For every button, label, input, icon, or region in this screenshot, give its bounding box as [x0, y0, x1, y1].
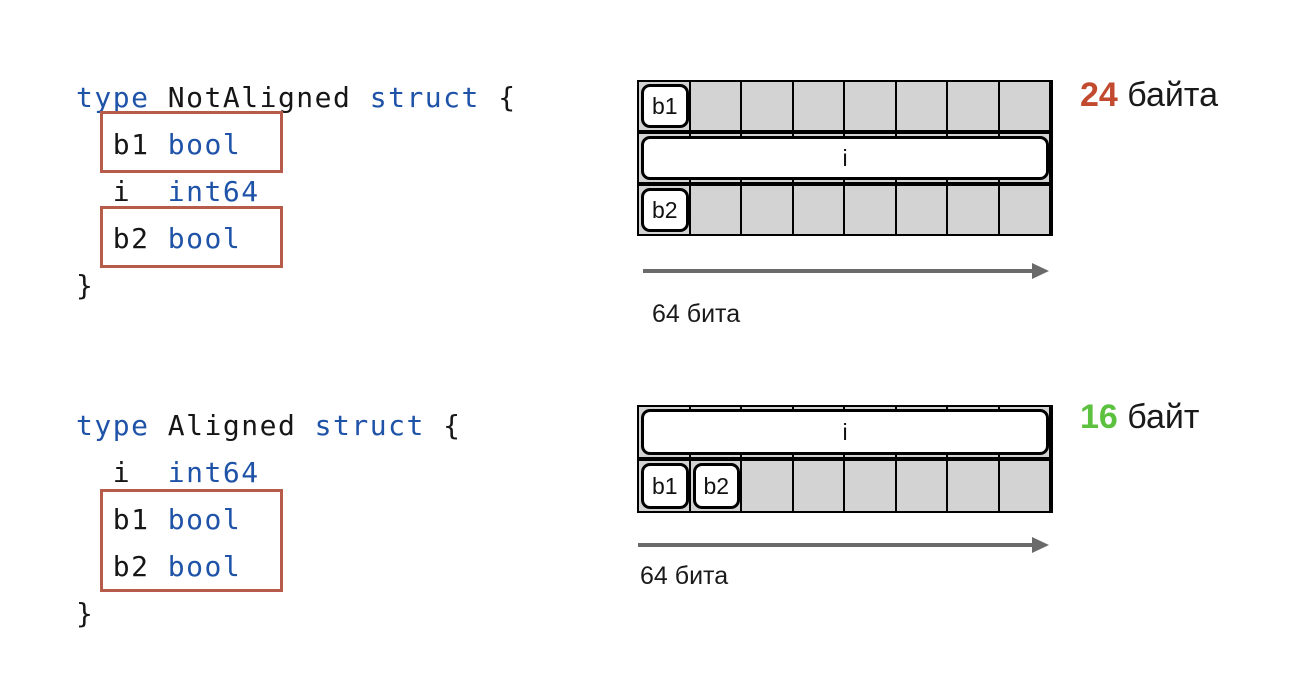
axis-label-bits: 64 бита [640, 562, 729, 590]
field-box-i: i [641, 409, 1049, 455]
field-box-i: i [641, 136, 1049, 180]
byte-cell [742, 82, 794, 130]
code-line: b1 bool [76, 121, 517, 168]
byte-cell [948, 461, 1000, 511]
byte-cell [845, 82, 897, 130]
size-label-not-aligned: 24 байта [1080, 76, 1218, 115]
size-number: 24 [1080, 76, 1118, 114]
size-unit: байта [1127, 76, 1218, 114]
memory-grid-not-aligned: b1 i b2 [637, 80, 1053, 236]
code-line: type NotAligned struct { [76, 74, 517, 121]
code-line: } [76, 590, 462, 637]
arrow-line [643, 269, 1036, 273]
code-token: int64 [167, 456, 260, 489]
code-token: b1 [76, 503, 168, 536]
byte-cell [793, 82, 845, 130]
axis-arrow [643, 263, 1049, 279]
memory-row: b2 [637, 184, 1053, 236]
code-token: bool [167, 550, 242, 583]
code-token: } [76, 597, 95, 630]
byte-cell [999, 461, 1051, 511]
code-line: b2 bool [76, 215, 517, 262]
field-box-b1: b1 [641, 84, 689, 128]
code-token: b2 [76, 222, 168, 255]
code-token: b2 [76, 550, 168, 583]
code-token: i [76, 175, 168, 208]
code-token: type [76, 409, 168, 442]
code-line: b2 bool [76, 543, 462, 590]
arrow-head-icon [1032, 537, 1049, 553]
code-token: b1 [76, 128, 168, 161]
code-token: Aligned [167, 409, 315, 442]
arrow-head-icon [1032, 263, 1049, 279]
highlight-box-b2 [100, 206, 283, 268]
code-line: b1 bool [76, 496, 462, 543]
code-block-not-aligned: type NotAligned struct { b1 bool i int64… [76, 74, 517, 309]
code-line: type Aligned struct { [76, 402, 462, 449]
code-line: i int64 [76, 168, 517, 215]
size-number: 16 [1080, 398, 1118, 436]
byte-cell [896, 82, 948, 130]
memory-row: i [637, 132, 1053, 184]
highlight-box-b1 [100, 111, 283, 173]
code-token: int64 [167, 175, 260, 208]
byte-cell [845, 461, 897, 511]
byte-cell [845, 186, 897, 234]
field-box-b2: b2 [641, 188, 689, 232]
byte-cell [742, 461, 794, 511]
code-token: bool [167, 128, 242, 161]
byte-cell [896, 186, 948, 234]
byte-cell [948, 82, 1000, 130]
memory-row: i [637, 405, 1053, 459]
byte-cell [793, 461, 845, 511]
code-token: i [76, 456, 168, 489]
code-token: struct [314, 409, 444, 442]
byte-cell [999, 186, 1051, 234]
size-unit: байт [1127, 398, 1200, 436]
byte-cell [793, 186, 845, 234]
byte-cell [896, 461, 948, 511]
code-line: i int64 [76, 449, 462, 496]
field-box-b2: b2 [692, 463, 740, 509]
code-token: NotAligned [167, 81, 370, 114]
code-block-aligned: type Aligned struct { i int64 b1 bool b2… [76, 402, 462, 637]
code-token: struct [369, 81, 499, 114]
byte-cell [999, 82, 1051, 130]
arrow-line [638, 543, 1036, 547]
code-token: bool [167, 222, 242, 255]
byte-cell [690, 186, 742, 234]
memory-row: b1 [637, 80, 1053, 132]
field-box-b1: b1 [641, 463, 689, 509]
axis-arrow [638, 537, 1049, 553]
code-token: } [76, 269, 95, 302]
code-token: bool [167, 503, 242, 536]
code-token: type [76, 81, 168, 114]
code-line: } [76, 262, 517, 309]
byte-cell [690, 82, 742, 130]
byte-cell [948, 186, 1000, 234]
code-token: { [443, 409, 462, 442]
axis-label-bits: 64 бита [652, 300, 741, 328]
size-label-aligned: 16 байт [1080, 398, 1199, 437]
byte-cell [742, 186, 794, 234]
highlight-box-b1-b2 [100, 489, 283, 592]
code-token: { [498, 81, 517, 114]
